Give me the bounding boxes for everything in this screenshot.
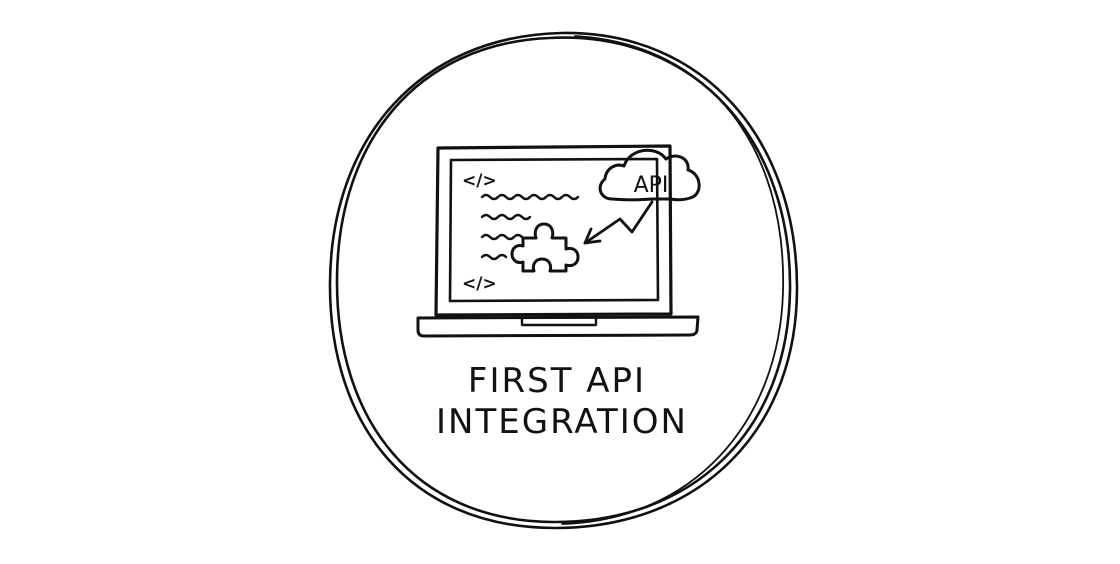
code-tag-open: </> [462,171,497,191]
hand-drawn-circle-icon [328,31,799,530]
caption-line-1: FIRST API [468,361,646,401]
code-tag-close: </> [462,274,497,294]
laptop-icon [416,144,700,338]
lightning-arrow-icon [583,200,654,245]
code-lines [480,193,580,261]
cloud-label: API [634,173,669,198]
puzzle-piece-icon [510,222,580,273]
caption-line-2: INTEGRATION [436,402,688,442]
cloud-icon [598,148,701,202]
